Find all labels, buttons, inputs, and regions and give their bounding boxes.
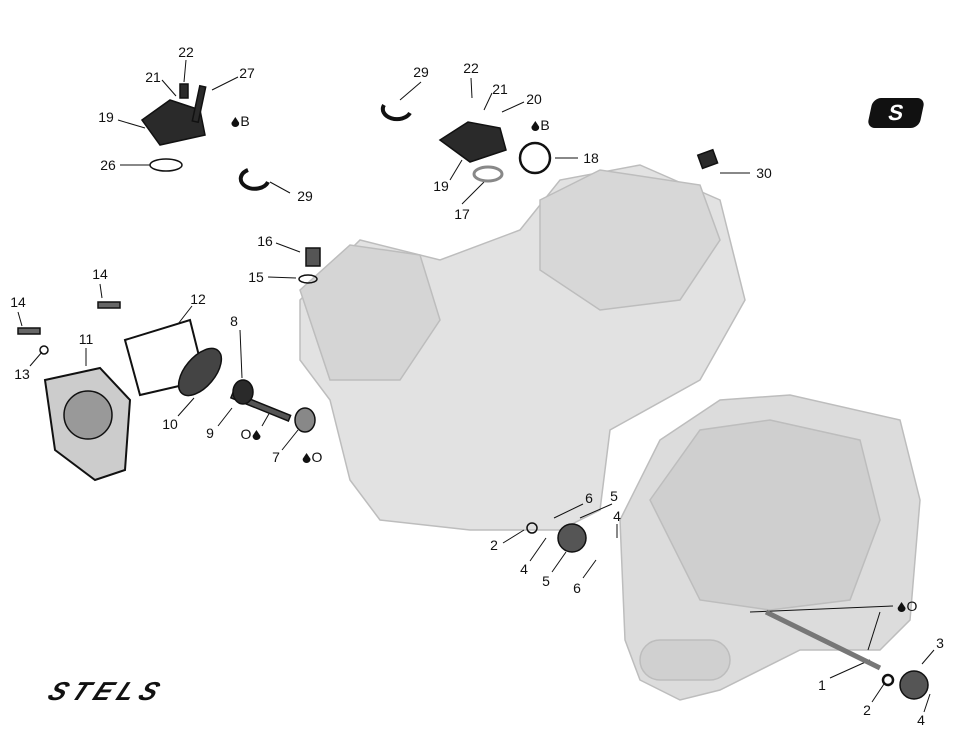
callout-14: 14 xyxy=(10,294,26,310)
callout-20: 20 xyxy=(526,91,542,107)
gear-3 xyxy=(899,670,929,700)
lube-o-marker: O xyxy=(302,449,323,465)
callout-1: 1 xyxy=(818,677,826,693)
stels-logo: STELS xyxy=(43,676,171,707)
oil-drop-icon xyxy=(531,121,540,131)
callout-6: 6 xyxy=(573,580,581,596)
callout-19: 19 xyxy=(98,109,114,125)
s-badge-text: S xyxy=(886,100,907,125)
gear-5-upper xyxy=(557,523,587,553)
oil-drop-icon xyxy=(897,602,906,612)
temp-sensor-30 xyxy=(696,148,719,170)
callout-21: 21 xyxy=(145,69,161,85)
lube-code: O xyxy=(906,598,918,614)
seal-7 xyxy=(294,407,316,433)
s-badge-logo: S xyxy=(866,98,926,128)
shaft-1 xyxy=(764,609,882,671)
oil-drop-icon xyxy=(252,430,261,440)
hose-clamp-left xyxy=(238,168,270,191)
parts xyxy=(17,83,929,700)
callout-9: 9 xyxy=(206,425,214,441)
callout-22: 22 xyxy=(463,60,479,76)
callout-4: 4 xyxy=(613,508,621,524)
callout-3: 3 xyxy=(936,635,944,651)
callout-17: 17 xyxy=(454,206,470,222)
callout-4: 4 xyxy=(917,712,925,728)
callout-18: 18 xyxy=(583,150,599,166)
engine-block xyxy=(299,164,921,701)
impeller-10 xyxy=(177,347,223,397)
lube-b-marker: B xyxy=(530,117,550,133)
callout-5: 5 xyxy=(610,488,618,504)
lube-o-marker: O xyxy=(241,426,262,442)
o-ring-18 xyxy=(518,141,552,175)
callout-5: 5 xyxy=(542,573,550,589)
seal-8 xyxy=(232,379,254,405)
callout-26: 26 xyxy=(100,157,116,173)
stels-logo-text: STELS xyxy=(43,676,172,706)
hose-clamp-right xyxy=(380,103,412,122)
callout-8: 8 xyxy=(230,313,238,329)
o-ring-26 xyxy=(149,158,183,172)
callout-2: 2 xyxy=(490,537,498,553)
plug-16 xyxy=(305,247,321,267)
lube-code: B xyxy=(540,117,550,133)
thermostat-housing-right xyxy=(438,121,507,163)
callout-29: 29 xyxy=(297,188,313,204)
oil-drop-icon xyxy=(231,117,240,127)
callout-14: 14 xyxy=(92,266,108,282)
callout-4: 4 xyxy=(520,561,528,577)
callout-2: 2 xyxy=(863,702,871,718)
lube-code: O xyxy=(311,449,323,465)
lube-code: O xyxy=(240,426,252,442)
callout-7: 7 xyxy=(272,449,280,465)
callout-16: 16 xyxy=(257,233,273,249)
thermostat-housing-left xyxy=(140,99,206,146)
callout-10: 10 xyxy=(162,416,178,432)
callout-27: 27 xyxy=(239,65,255,81)
callout-30: 30 xyxy=(756,165,772,181)
lube-code: B xyxy=(240,113,250,129)
oil-drop-icon xyxy=(302,453,311,463)
gasket-17 xyxy=(472,165,504,183)
callout-13: 13 xyxy=(14,366,30,382)
callout-11: 11 xyxy=(78,331,94,347)
callout-22: 22 xyxy=(178,44,194,60)
callout-15: 15 xyxy=(248,269,264,285)
callout-19: 19 xyxy=(433,178,449,194)
callout-29: 29 xyxy=(413,64,429,80)
callout-21: 21 xyxy=(492,81,508,97)
callout-6: 6 xyxy=(585,490,593,506)
callout-12: 12 xyxy=(190,291,206,307)
lube-o-marker: O xyxy=(897,598,918,614)
lube-b-marker: B xyxy=(230,113,250,129)
leader-lines xyxy=(17,59,935,713)
